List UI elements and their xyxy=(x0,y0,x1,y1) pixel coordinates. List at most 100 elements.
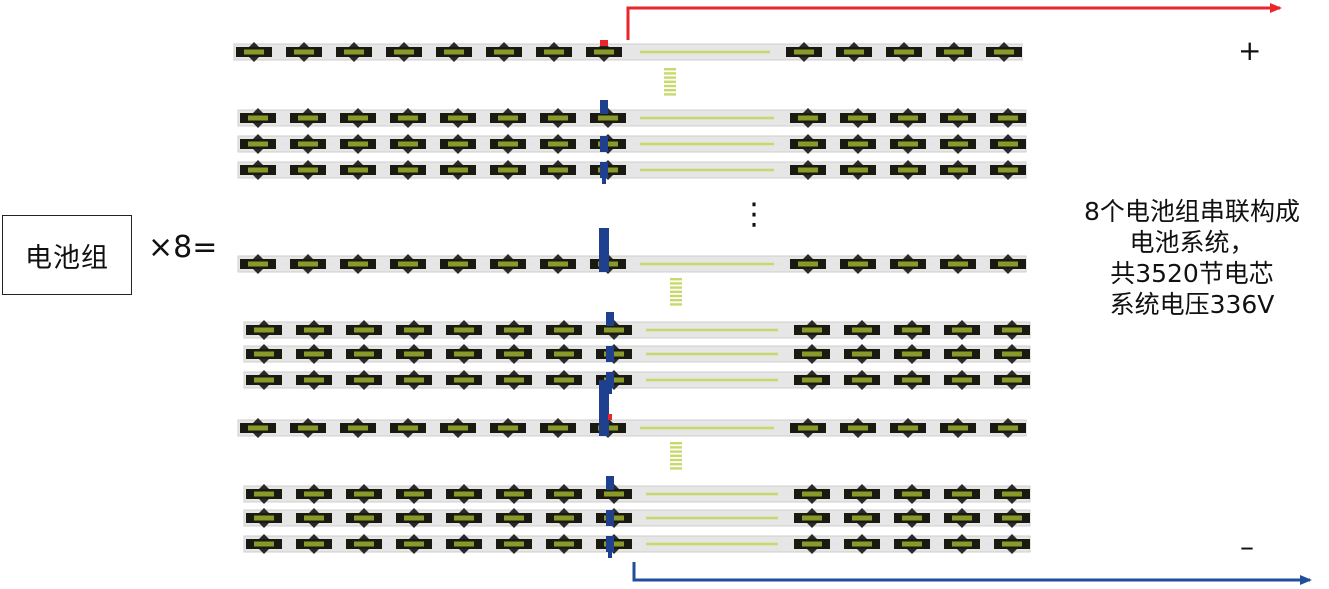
cell-core xyxy=(254,541,274,547)
cell-terminal-bottom xyxy=(509,523,519,528)
cell-core xyxy=(1002,541,1022,547)
cell-terminal-bottom xyxy=(953,123,963,128)
cell-terminal-top xyxy=(1003,108,1013,113)
cell-terminal-bottom xyxy=(603,123,613,128)
cell-core xyxy=(948,115,968,121)
cell-core xyxy=(902,351,922,357)
cell-terminal-top xyxy=(803,134,813,139)
inter-module-link xyxy=(670,442,682,445)
cell-core xyxy=(798,425,818,431)
cell-terminal-top xyxy=(359,534,369,539)
cell-terminal-top xyxy=(559,344,569,349)
cell-terminal-bottom xyxy=(409,523,419,528)
cell-terminal-bottom xyxy=(903,433,913,438)
cell-terminal-bottom xyxy=(259,385,269,390)
cell-terminal-bottom xyxy=(359,359,369,364)
cell-core xyxy=(298,167,318,173)
cell-core xyxy=(952,377,972,383)
cell-terminal-bottom xyxy=(803,433,813,438)
cell-core xyxy=(844,49,864,55)
cell-terminal-top xyxy=(259,320,269,325)
cell-terminal-top xyxy=(907,484,917,489)
cell-terminal-bottom xyxy=(553,433,563,438)
cell-core xyxy=(354,491,374,497)
cell-terminal-bottom xyxy=(453,149,463,154)
cell-core xyxy=(594,49,614,55)
cell-terminal-top xyxy=(1007,344,1017,349)
cell-terminal-bottom xyxy=(449,57,459,62)
cell-core xyxy=(794,49,814,55)
cell-core xyxy=(994,49,1014,55)
cell-terminal-bottom xyxy=(509,335,519,340)
cell-terminal-top xyxy=(857,484,867,489)
cell-terminal-top xyxy=(853,160,863,165)
cell-terminal-bottom xyxy=(949,57,959,62)
cell-core xyxy=(354,515,374,521)
cell-core xyxy=(454,377,474,383)
inter-module-link xyxy=(664,93,676,96)
cell-core xyxy=(254,491,274,497)
cell-terminal-bottom xyxy=(953,269,963,274)
cell-core xyxy=(802,351,822,357)
cell-terminal-top xyxy=(409,370,419,375)
cell-terminal-bottom xyxy=(299,57,309,62)
cell-terminal-bottom xyxy=(559,335,569,340)
cell-terminal-bottom xyxy=(857,335,867,340)
multiplier-label: ×8= xyxy=(148,230,218,265)
cell-core xyxy=(404,541,424,547)
bus-bar-segment xyxy=(606,476,614,490)
cell-terminal-bottom xyxy=(409,359,419,364)
cell-terminal-top xyxy=(359,344,369,349)
bus-bar-segment xyxy=(600,136,608,152)
cell-core xyxy=(902,515,922,521)
cell-terminal-bottom xyxy=(1003,123,1013,128)
cell-terminal-top xyxy=(853,108,863,113)
cell-terminal-top xyxy=(409,344,419,349)
cell-terminal-bottom xyxy=(907,499,917,504)
cell-terminal-top xyxy=(359,320,369,325)
negative-terminal-label: – xyxy=(1240,530,1254,563)
cell-core xyxy=(348,261,368,267)
cell-terminal-bottom xyxy=(403,149,413,154)
cell-core xyxy=(852,327,872,333)
cell-terminal-top xyxy=(459,508,469,513)
cell-terminal-bottom xyxy=(459,385,469,390)
cell-terminal-top xyxy=(857,370,867,375)
cell-terminal-bottom xyxy=(553,175,563,180)
cell-terminal-top xyxy=(509,508,519,513)
cell-terminal-bottom xyxy=(1007,549,1017,554)
cell-terminal-top xyxy=(903,108,913,113)
cell-terminal-top xyxy=(807,508,817,513)
cell-terminal-bottom xyxy=(403,433,413,438)
cell-terminal-bottom xyxy=(853,175,863,180)
cell-terminal-top xyxy=(999,42,1009,47)
cell-terminal-top xyxy=(409,320,419,325)
inter-module-link xyxy=(670,282,682,285)
cell-core xyxy=(802,377,822,383)
bus-bar-segment xyxy=(606,536,614,552)
cell-terminal-top xyxy=(253,254,263,259)
cell-terminal-bottom xyxy=(259,335,269,340)
cell-core xyxy=(902,377,922,383)
cell-terminal-top xyxy=(503,254,513,259)
cell-core xyxy=(902,541,922,547)
cell-terminal-top xyxy=(553,108,563,113)
cell-core xyxy=(852,515,872,521)
cell-core xyxy=(444,49,464,55)
cell-terminal-top xyxy=(957,508,967,513)
cell-terminal-bottom xyxy=(309,523,319,528)
cell-core xyxy=(948,141,968,147)
cell-terminal-top xyxy=(559,534,569,539)
cell-terminal-top xyxy=(503,108,513,113)
cell-terminal-bottom xyxy=(559,549,569,554)
cell-terminal-bottom xyxy=(403,175,413,180)
cell-terminal-bottom xyxy=(803,123,813,128)
cell-core xyxy=(902,491,922,497)
positive-tab xyxy=(600,40,608,46)
cell-terminal-bottom xyxy=(1003,175,1013,180)
cell-terminal-top xyxy=(253,134,263,139)
cell-terminal-bottom xyxy=(957,335,967,340)
continuation-dots: ⋮ xyxy=(739,197,769,232)
cell-terminal-bottom xyxy=(903,149,913,154)
